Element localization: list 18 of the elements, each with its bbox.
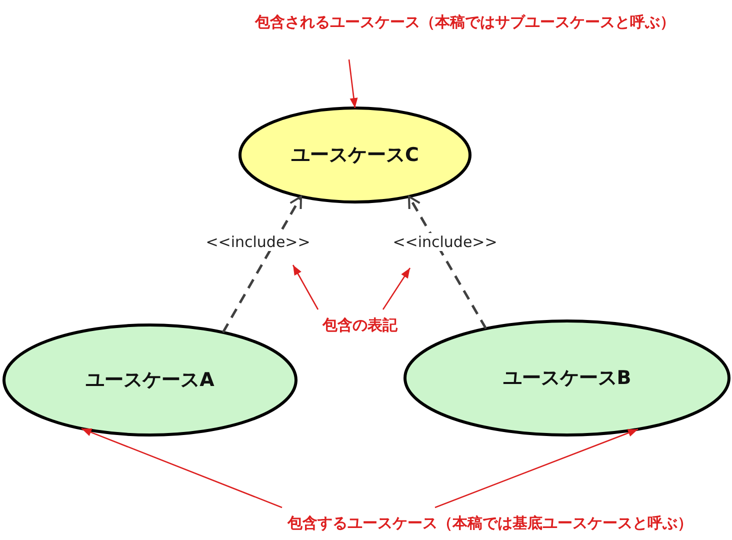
use-case-ellipse (2, 323, 298, 437)
use-case-name: ユースケースC (291, 143, 419, 168)
annotation-text: 包含の表記 (322, 316, 398, 334)
use-case-name: ユースケースB (502, 366, 632, 391)
annotation-text: 包含されるユースケース（本稿ではサブユースケースと呼ぶ） (255, 12, 675, 32)
use-case-ellipse (238, 106, 472, 204)
annotation-text: 包含するユースケース（本稿では基底ユースケースと呼ぶ） (288, 514, 692, 532)
leader-arrow (434, 428, 638, 508)
edge-label: <<include>> (392, 233, 498, 251)
leader-arrow (348, 59, 358, 108)
leader-arrow (382, 268, 411, 310)
include-arrow (408, 196, 488, 330)
use-case-ellipse (403, 319, 731, 437)
leader-arrow (292, 264, 319, 310)
leader-arrow (81, 428, 282, 508)
edge-label: <<include>> (204, 233, 312, 251)
use-case-name: ユースケースA (86, 368, 214, 393)
include-arrow (222, 196, 302, 333)
